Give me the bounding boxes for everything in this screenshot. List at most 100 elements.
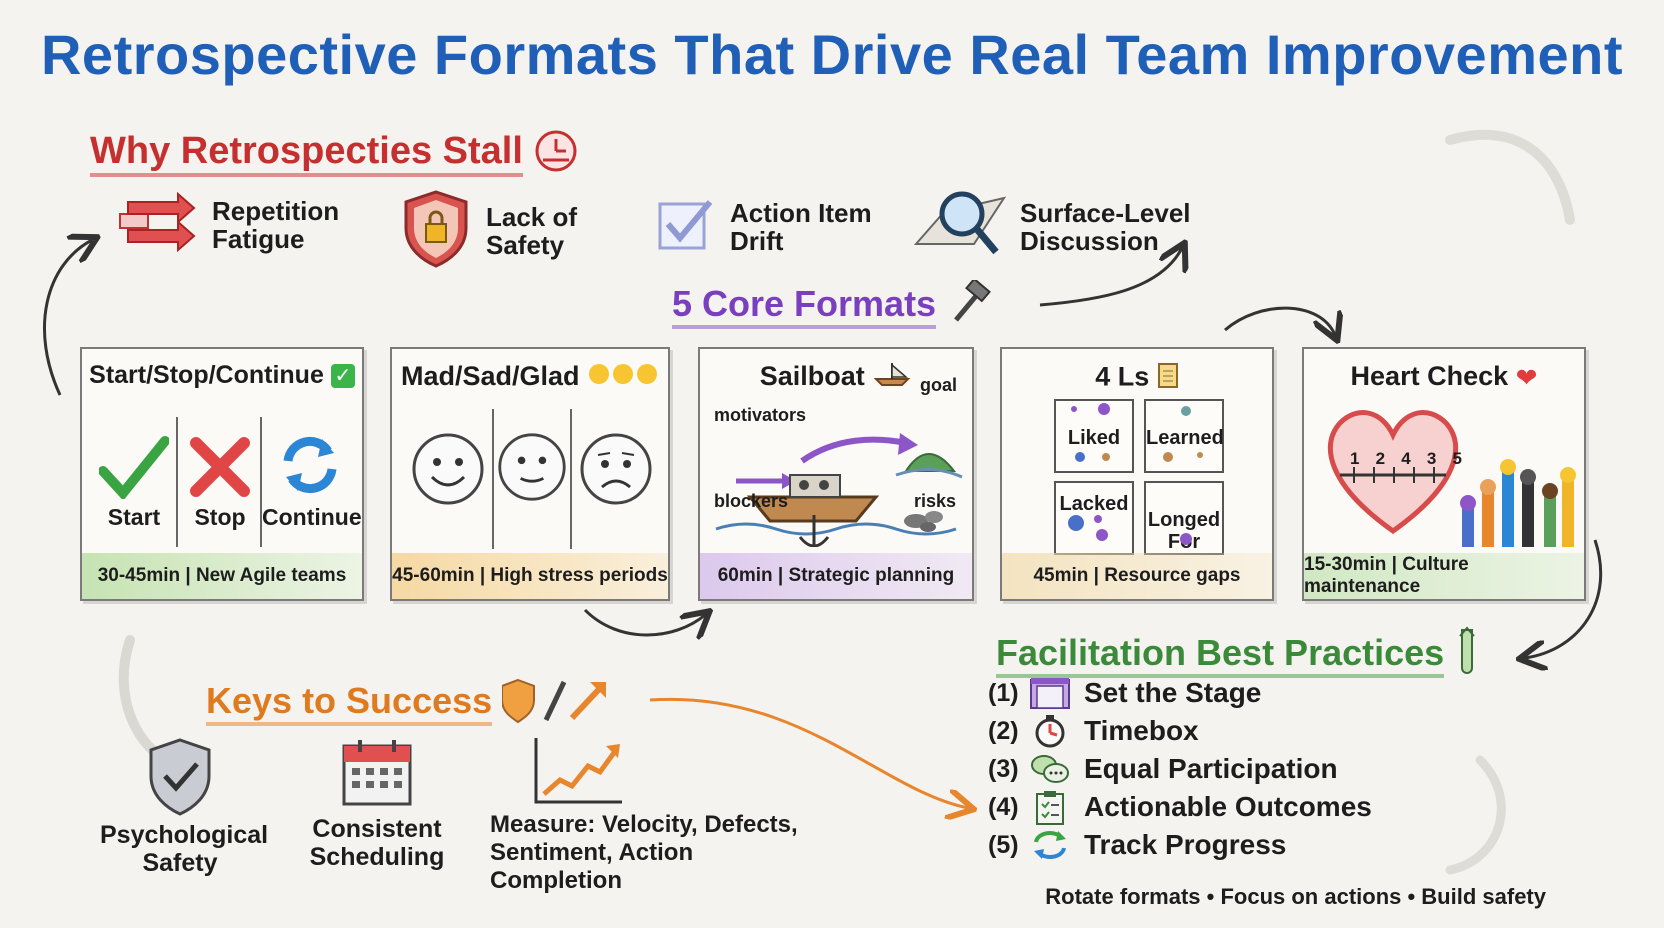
- liked-box: Liked: [1054, 399, 1134, 473]
- card-title: 4 Ls: [1002, 361, 1272, 396]
- learned-label: Learned: [1146, 427, 1224, 449]
- cross-icon: [190, 437, 250, 497]
- lacked-label: Lacked: [1059, 493, 1129, 515]
- practice-item: (2) Timebox: [988, 712, 1372, 750]
- scale-tick-label: 2: [1375, 449, 1386, 468]
- practice-label: Timebox: [1084, 715, 1199, 746]
- practice-number: (1): [988, 678, 1019, 707]
- keys-section-header: Keys to Success: [206, 676, 610, 729]
- alarm-icon: [533, 128, 579, 179]
- practice-number: (2): [988, 716, 1019, 745]
- card-title: Heart Check ❤: [1304, 361, 1584, 393]
- double-arrow-icon: [118, 191, 198, 257]
- column-divider: [492, 409, 494, 549]
- practice-number: (3): [988, 754, 1019, 783]
- chat-bubbles-icon: [1028, 753, 1072, 785]
- formats-section-header: 5 Core Formats: [672, 277, 992, 331]
- stall-label: Repetition Fatigue: [212, 195, 340, 254]
- page-title: Retrospective Formats That Drive Real Te…: [40, 23, 1623, 86]
- practice-label: Track Progress: [1084, 829, 1287, 860]
- shield-lock-icon: [400, 188, 472, 273]
- heart-scale-illustration: [1327, 410, 1459, 535]
- hammer-icon: [946, 277, 992, 331]
- practice-item: (5) Track Progress: [988, 826, 1372, 864]
- stall-item-drift: Action Item Drift: [656, 196, 872, 257]
- practice-item: (3) Equal Participation: [988, 750, 1372, 788]
- format-card-4-ls: 4 Ls Liked Learned Lacked Longed For 45m…: [1000, 347, 1274, 601]
- card-title-text: Heart Check: [1350, 361, 1509, 391]
- column-divider: [260, 417, 262, 547]
- card-title-text: Mad/Sad/Glad: [400, 361, 580, 391]
- card-footer: 45-60min | High stress periods: [392, 553, 668, 599]
- cycle-arrows-icon: [1028, 828, 1072, 862]
- scale-tick-label: 1: [1350, 449, 1360, 468]
- continue-column: Continue: [262, 431, 362, 531]
- practice-item: (1) Set the Stage: [988, 674, 1372, 712]
- heart-icon: ❤: [1515, 362, 1538, 393]
- trend-chart-icon: [534, 738, 622, 804]
- stage-icon: [1028, 676, 1072, 710]
- shield-pen-arrow-icon: [501, 676, 610, 729]
- card-footer: 15-30min | Culture maintenance: [1304, 553, 1584, 599]
- calendar-icon: [342, 740, 412, 806]
- neutral-face-icon: [498, 433, 566, 501]
- card-title: Mad/Sad/Glad: [392, 361, 668, 393]
- key-label: Measure: Velocity, Defects, Sentiment, A…: [490, 811, 798, 894]
- practice-label: Set the Stage: [1084, 677, 1262, 708]
- key-item-scheduling: Consistent Scheduling: [302, 736, 452, 871]
- sailboat-icon: [872, 361, 912, 394]
- format-card-sailboat: Sailboat motivators goal blockers risks …: [698, 347, 974, 601]
- stall-item-safety: Lack of Safety: [400, 188, 577, 273]
- format-card-mad-sad-glad: Mad/Sad/Glad 45-60min | High stress peri…: [390, 347, 670, 601]
- learned-box: Learned: [1144, 399, 1224, 473]
- key-label: Consistent Scheduling: [309, 815, 445, 871]
- shield-check-icon: [149, 738, 211, 816]
- practice-label: Actionable Outcomes: [1084, 791, 1372, 822]
- test-tube-icon: [1456, 626, 1478, 683]
- liked-label: Liked: [1067, 427, 1121, 449]
- card-footer: 45min | Resource gaps: [1002, 553, 1272, 599]
- emoji-faces-icon: [587, 362, 659, 393]
- stall-section-header: Why Retrospecties Stall: [90, 128, 579, 179]
- scale-tick-label: 3: [1426, 449, 1437, 468]
- card-title-text: 4 Ls: [1095, 361, 1150, 392]
- card-title-text: Sailboat: [759, 361, 865, 391]
- risks-label: risks: [914, 491, 957, 511]
- motivators-label: motivators: [714, 405, 807, 425]
- footer-tagline: Rotate formats • Focus on actions • Buil…: [1045, 884, 1546, 909]
- stall-item-repetition: Repetition Fatigue: [118, 191, 340, 257]
- start-label: Start: [107, 504, 161, 530]
- blockers-label: blockers: [714, 491, 789, 511]
- sad-face-icon: [580, 433, 652, 505]
- practices-list: (1) Set the Stage (2) Timebox (3) Equal …: [988, 674, 1372, 864]
- card-title: Sailboat: [700, 361, 972, 394]
- check-mark-icon: ✓: [330, 364, 355, 389]
- stall-heading: Why Retrospecties Stall: [90, 130, 523, 177]
- practice-number: (4): [988, 792, 1019, 821]
- column-divider: [176, 417, 178, 547]
- checkbox-icon: [656, 196, 716, 257]
- scale-tick-label: 4: [1401, 449, 1411, 468]
- card-footer: 30-45min | New Agile teams: [82, 553, 362, 599]
- start-column: Start: [92, 435, 176, 531]
- glad-face-icon: [412, 433, 484, 505]
- clipboard-icon: [1028, 789, 1072, 825]
- raised-hands-icon: [1460, 459, 1576, 547]
- card-title-text: Start/Stop/Continue: [89, 361, 324, 389]
- stop-column: Stop: [178, 435, 262, 531]
- practice-item: (4) Actionable Outcomes: [988, 788, 1372, 826]
- format-card-start-stop-continue: Start/Stop/Continue ✓ Start Stop Continu…: [80, 347, 364, 601]
- practices-heading: Facilitation Best Practices: [996, 632, 1445, 678]
- key-item-measure: Measure: Velocity, Defects, Sentiment, A…: [480, 736, 820, 895]
- key-item-psych-safety: Psychological Safety: [100, 736, 268, 877]
- practice-number: (5): [988, 830, 1019, 859]
- notepad-icon: [1157, 361, 1179, 396]
- practice-label: Equal Participation: [1084, 753, 1338, 784]
- formats-heading: 5 Core Formats: [672, 283, 937, 329]
- stop-label: Stop: [194, 504, 246, 530]
- practices-section-header: Facilitation Best Practices: [996, 626, 1478, 683]
- keys-heading: Keys to Success: [206, 680, 493, 726]
- card-footer: 60min | Strategic planning: [700, 553, 972, 599]
- scale-tick-label: 5: [1452, 449, 1462, 468]
